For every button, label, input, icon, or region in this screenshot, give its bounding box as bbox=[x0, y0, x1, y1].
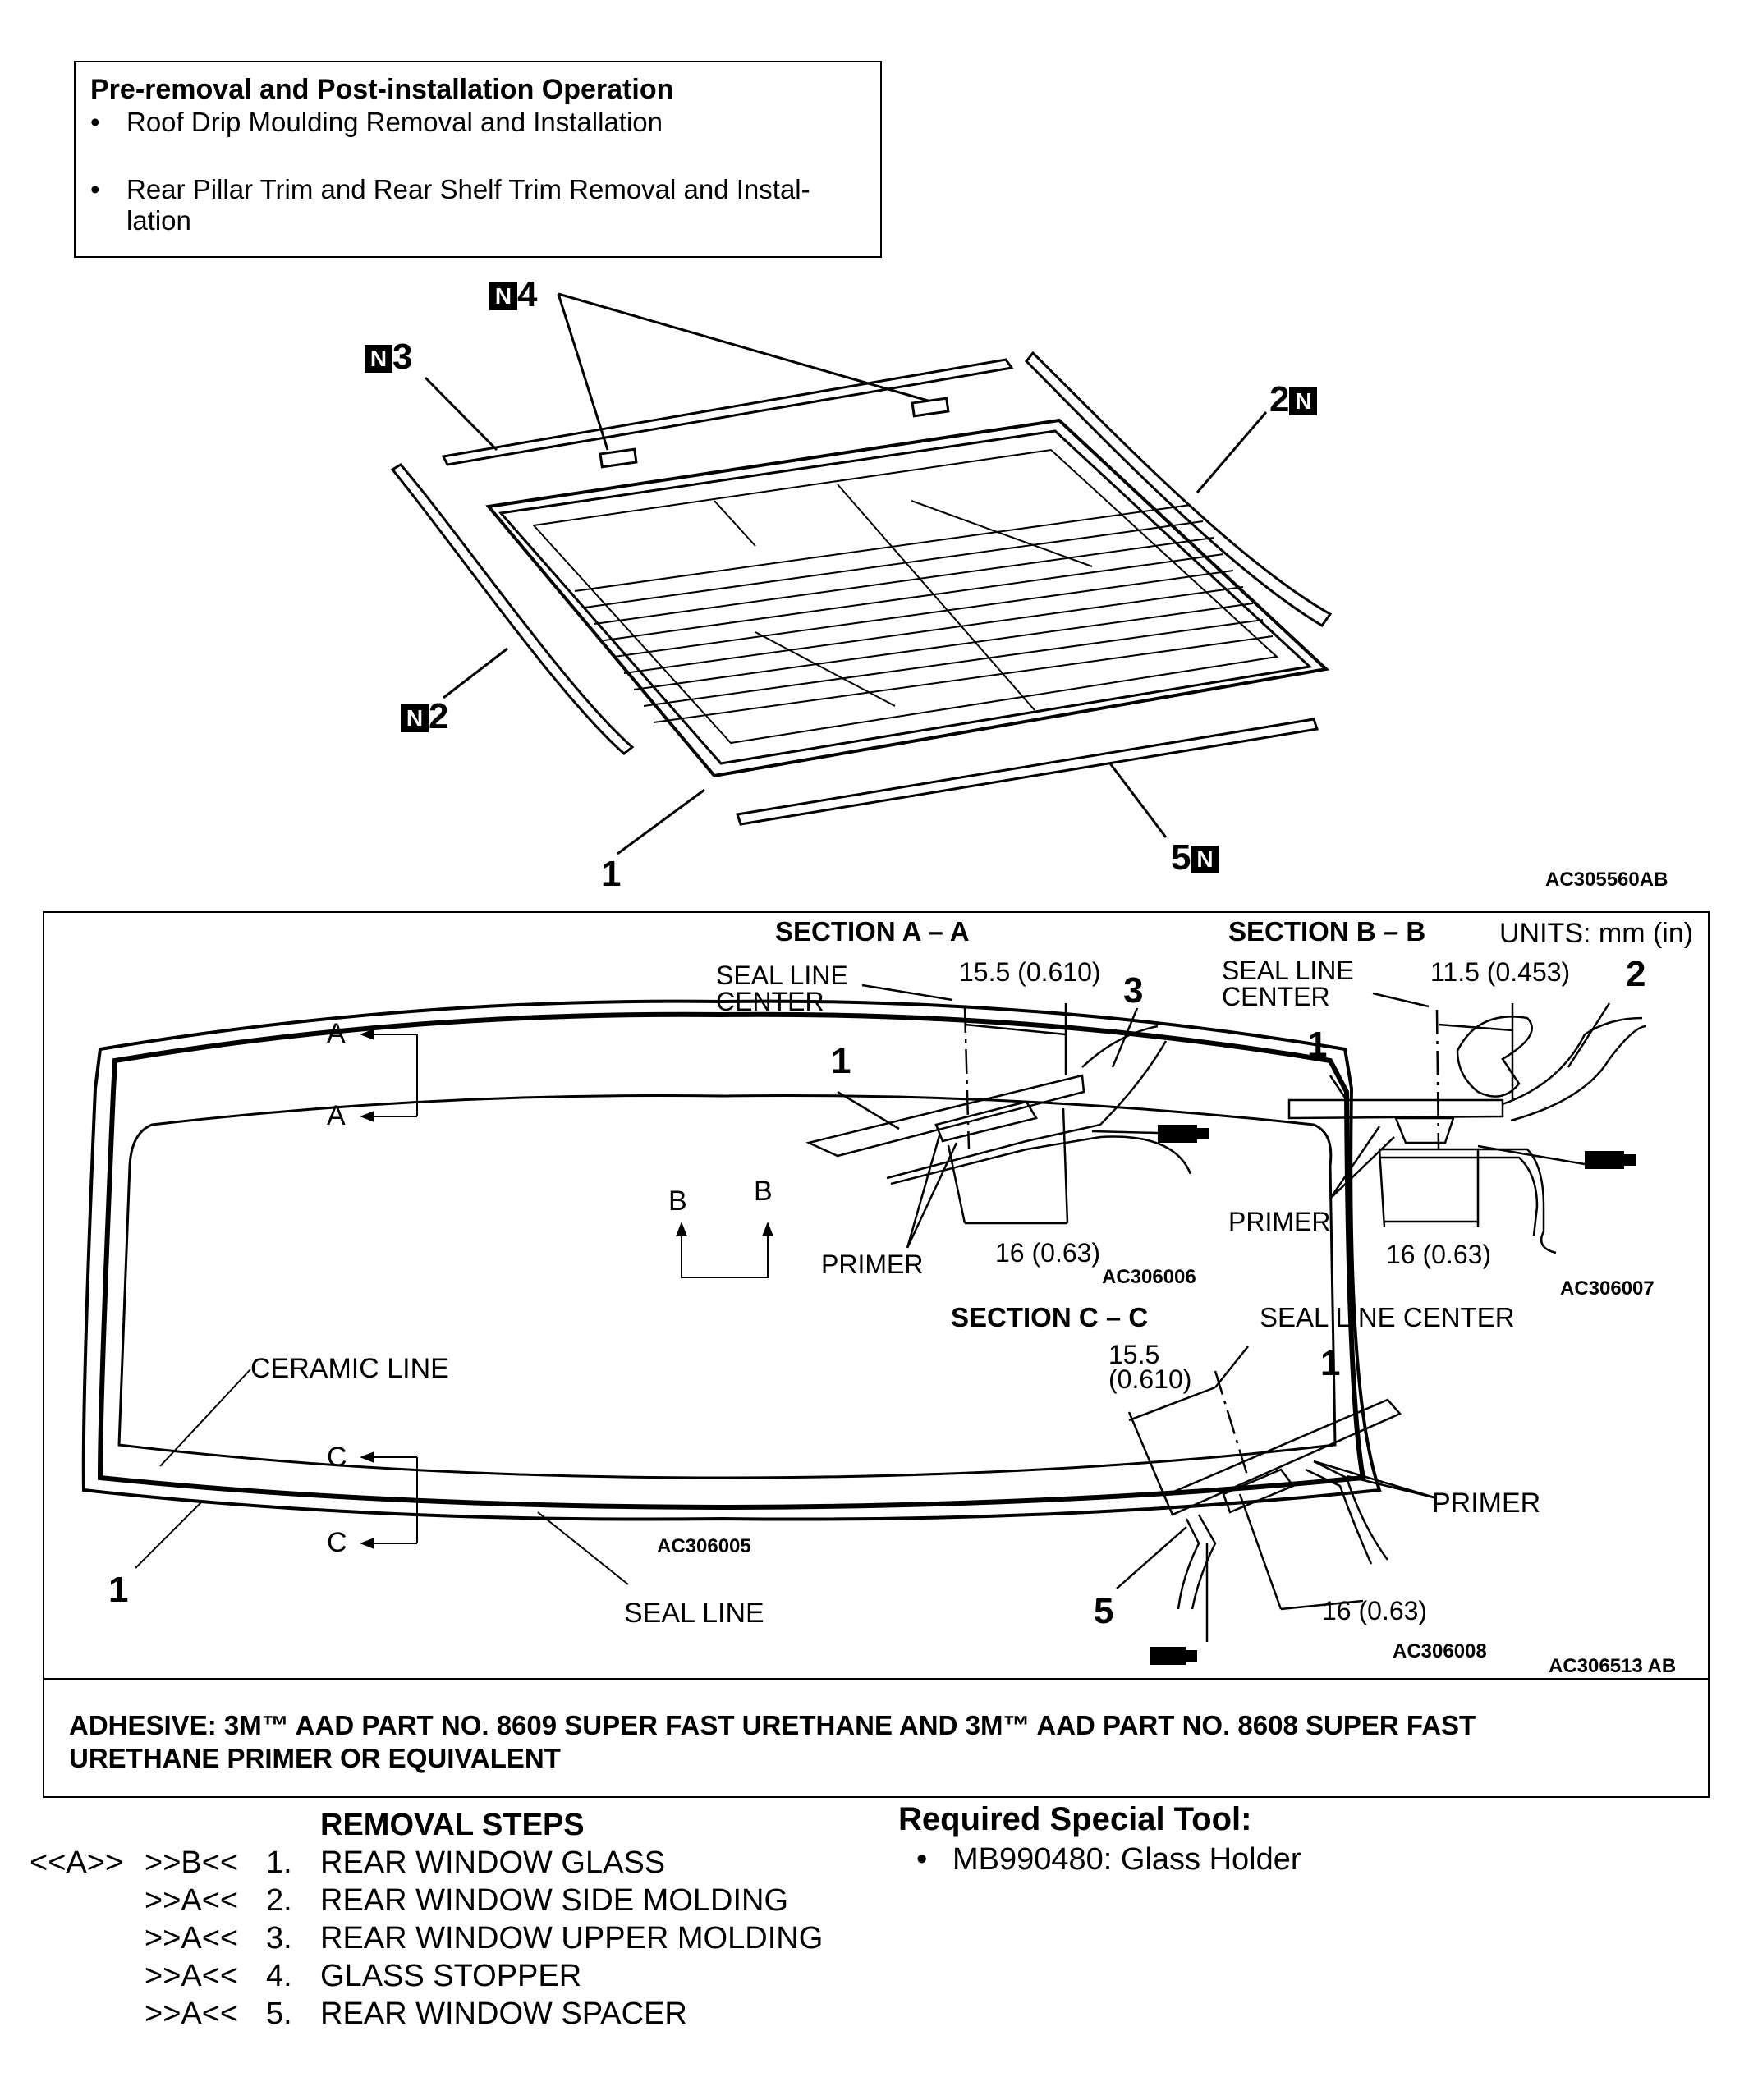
section-b-callout-2: 2 bbox=[1626, 954, 1646, 994]
pre-operation-item: lation bbox=[126, 205, 191, 236]
dimension-label: 16 (0.63) bbox=[1322, 1596, 1428, 1625]
new-part-mark-icon: N bbox=[1289, 387, 1318, 416]
pre-operation-item: Rear Pillar Trim and Rear Shelf Trim Rem… bbox=[126, 174, 810, 204]
section-a-a-title: SECTION A – A bbox=[775, 916, 970, 947]
new-part-mark-icon: N bbox=[1191, 846, 1219, 874]
section-arrow-a-bottom: A bbox=[327, 1100, 346, 1131]
units-label: UNITS: mm (in) bbox=[1499, 918, 1694, 949]
dimension-label: 11.5 (0.453) bbox=[1430, 957, 1571, 987]
dimension-label: 15.5 bbox=[1108, 1340, 1160, 1369]
dimension-label: 16 (0.63) bbox=[1386, 1240, 1492, 1269]
figure-code: AC305560AB bbox=[1545, 869, 1668, 891]
figure-code: AC306006 bbox=[1102, 1266, 1196, 1288]
adhesive-note: ADHESIVE: 3M™ AAD PART NO. 8609 SUPER FA… bbox=[69, 1710, 1476, 1773]
dimension-label: 15.5 (0.610) bbox=[959, 957, 1101, 987]
section-arrow-b-right: B bbox=[754, 1176, 773, 1207]
special-tool-title: Required Special Tool: bbox=[898, 1801, 1252, 1837]
section-arrow-c-top: C bbox=[327, 1442, 347, 1473]
section-a-callout-1: 1 bbox=[831, 1041, 851, 1081]
seal-line-center-label: SEAL LINE bbox=[716, 961, 848, 990]
list-item: >>A<< 2. REAR WINDOW SIDE MOLDING bbox=[145, 1883, 789, 1918]
pre-operation-item: Roof Drip Moulding Removal and Installat… bbox=[126, 107, 663, 137]
figure-code: AC306007 bbox=[1560, 1277, 1655, 1300]
list-item: >>A<< 4. GLASS STOPPER bbox=[145, 1959, 582, 1993]
special-tool-item: MB990480: Glass Holder bbox=[952, 1842, 1301, 1877]
exploded-view-diagram bbox=[390, 292, 1333, 855]
list-item: <<A>> >>B<< 1. REAR WINDOW GLASS bbox=[30, 1846, 666, 1880]
seal-line-label: SEAL LINE bbox=[624, 1598, 764, 1629]
section-c-callout-1: 1 bbox=[1320, 1343, 1341, 1383]
removal-steps-title: REMOVAL STEPS bbox=[320, 1808, 585, 1842]
figure-code: AC306513 AB bbox=[1549, 1655, 1677, 1677]
pre-operation-title: Pre-removal and Post-installation Operat… bbox=[90, 74, 674, 105]
bullet-icon: • bbox=[90, 107, 100, 137]
dimension-label: (0.610) bbox=[1108, 1364, 1192, 1394]
figure-code: AC306008 bbox=[1393, 1640, 1487, 1662]
bullet-icon: • bbox=[90, 174, 100, 204]
figure-code: AC306005 bbox=[657, 1535, 751, 1557]
section-arrow-c-bottom: C bbox=[327, 1527, 347, 1558]
primer-label: PRIMER bbox=[1228, 1207, 1331, 1236]
list-item: >>A<< 3. REAR WINDOW UPPER MOLDING bbox=[145, 1921, 824, 1956]
section-a-callout-3: 3 bbox=[1123, 970, 1144, 1011]
new-part-mark-icon: N bbox=[489, 282, 517, 311]
glass-callout-1: 1 bbox=[108, 1570, 129, 1610]
new-part-mark-icon: N bbox=[365, 345, 392, 374]
section-c-c-title: SECTION C – C bbox=[951, 1302, 1149, 1332]
pre-operation-box: Pre-removal and Post-installation Operat… bbox=[74, 61, 882, 258]
seal-line-center-label: CENTER bbox=[1222, 982, 1330, 1011]
new-part-mark-icon: N bbox=[401, 704, 429, 733]
seal-line-center-label: CENTER bbox=[716, 987, 824, 1016]
section-b-callout-1: 1 bbox=[1307, 1025, 1328, 1065]
primer-label: PRIMER bbox=[821, 1249, 924, 1279]
section-arrow-b-left: B bbox=[668, 1185, 687, 1217]
section-b-b-title: SECTION B – B bbox=[1228, 916, 1426, 947]
section-divider bbox=[43, 1678, 1710, 1680]
dimension-label: 16 (0.63) bbox=[995, 1238, 1101, 1268]
seal-line-center-label: SEAL LINE CENTER bbox=[1260, 1302, 1515, 1332]
list-item: >>A<< 5. REAR WINDOW SPACER bbox=[145, 1997, 687, 2031]
primer-label: PRIMER bbox=[1432, 1488, 1541, 1519]
section-c-callout-5: 5 bbox=[1094, 1591, 1114, 1631]
seal-line-center-label: SEAL LINE bbox=[1222, 956, 1354, 985]
callout-1: 1 bbox=[601, 854, 622, 894]
ceramic-line-label: CERAMIC LINE bbox=[250, 1353, 449, 1384]
section-arrow-a-top: A bbox=[327, 1018, 346, 1049]
section-view-box bbox=[43, 911, 1710, 1798]
bullet-icon: • bbox=[916, 1842, 928, 1877]
